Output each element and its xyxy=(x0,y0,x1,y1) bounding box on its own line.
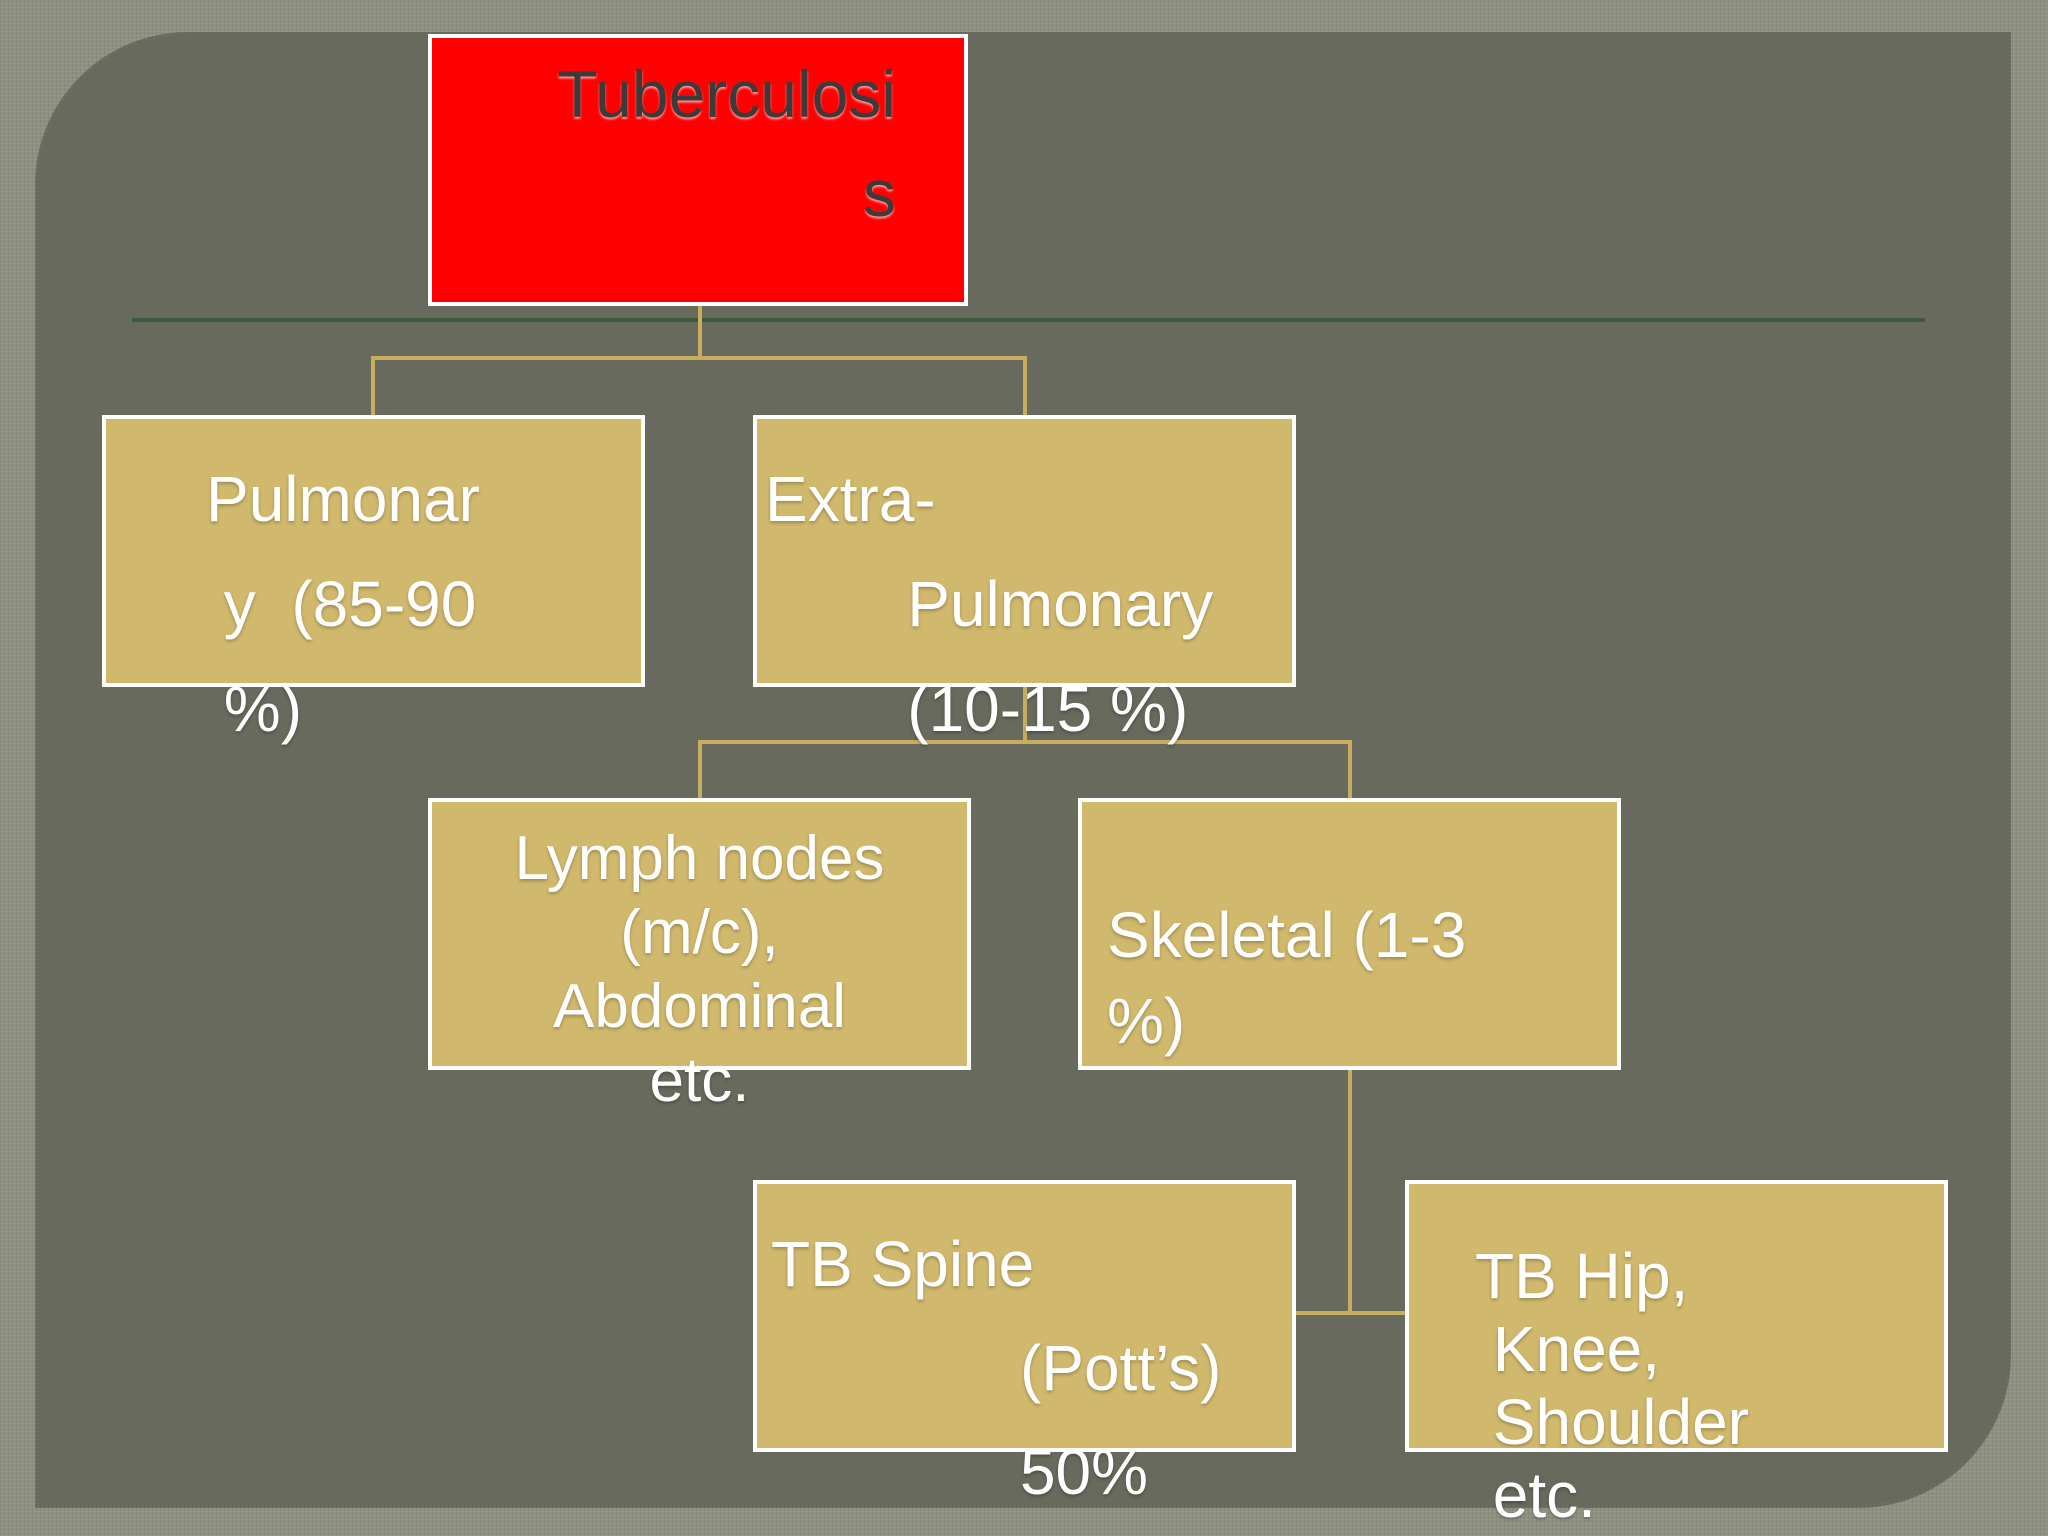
pulmonary-label: Pulmonar y (85-90 %) xyxy=(206,463,480,745)
lymph-nodes-node: Lymph nodes (m/c), Abdominal etc. xyxy=(428,798,971,1115)
tb-spine-node: TB Spine (Pott’s) 50% xyxy=(753,1180,1296,1508)
connector-root-children xyxy=(371,306,1027,415)
skeletal-label: Skeletal (1-3 %) xyxy=(1107,899,1467,1057)
extra-pulmonary-label: Extra- Pulmonary (10-15 %) xyxy=(765,463,1214,745)
tb-hip-node: TB Hip, Knee, Shoulder etc. xyxy=(1405,1180,1948,1531)
skeletal-node: Skeletal (1-3 %) xyxy=(1078,798,1621,1070)
lymph-nodes-label: Lymph nodes (m/c), Abdominal etc. xyxy=(514,824,885,1115)
connector-extra-children xyxy=(698,685,1352,798)
tb-hip-label: TB Hip, Knee, Shoulder etc. xyxy=(1475,1240,1749,1531)
tuberculosis-node: Tuberculosi s xyxy=(428,34,968,306)
pulmonary-node: Pulmonar y (85-90 %) xyxy=(102,415,645,745)
tb-spine-label: TB Spine (Pott’s) 50% xyxy=(771,1228,1222,1508)
connector-skeletal-children xyxy=(1295,1070,1405,1315)
extra-pulmonary-node: Extra- Pulmonary (10-15 %) xyxy=(753,415,1296,745)
tuberculosis-label: Tuberculosi s xyxy=(557,57,896,230)
